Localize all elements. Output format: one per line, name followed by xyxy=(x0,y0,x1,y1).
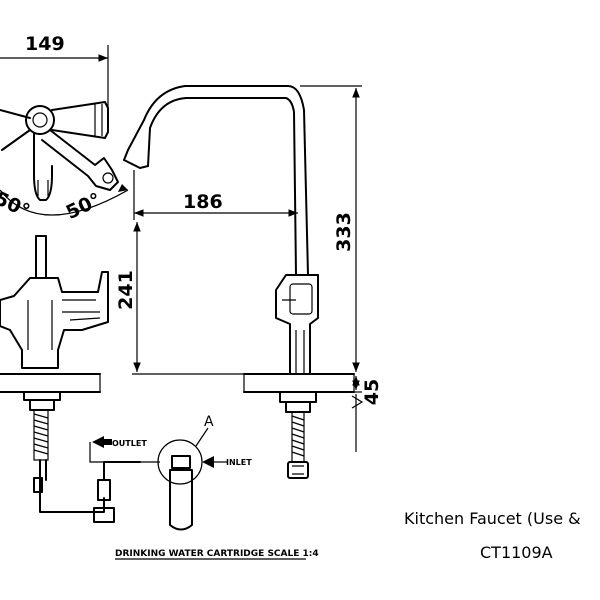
dim-333-label: 333 xyxy=(333,212,355,252)
title-line-2: CT1109A xyxy=(480,543,553,562)
angle-left-label: 50° xyxy=(0,187,33,222)
side-dimensions: 186 241 333 45 xyxy=(115,85,383,452)
dim-149-label: 149 xyxy=(25,33,65,55)
top-view: 149 50° 50° xyxy=(0,33,129,224)
title-block: Kitchen Faucet (Use & CT1109A xyxy=(404,509,581,562)
outlet-label: OUTLET xyxy=(112,439,147,448)
front-view xyxy=(0,235,141,523)
dim-186-label: 186 xyxy=(183,191,223,213)
cartridge-detail: A OUTLET INLET DRINKING WATER CARTRIDGE … xyxy=(89,414,319,560)
side-view xyxy=(123,85,355,479)
inlet-label: INLET xyxy=(226,458,252,467)
dim-45-label: 45 xyxy=(361,379,383,405)
dim-241-label: 241 xyxy=(115,270,137,310)
angle-right-label: 50° xyxy=(63,189,105,224)
detail-a-label: A xyxy=(204,414,214,430)
title-line-1: Kitchen Faucet (Use & xyxy=(404,509,581,528)
cartridge-caption: DRINKING WATER CARTRIDGE SCALE 1:4 xyxy=(115,549,319,559)
